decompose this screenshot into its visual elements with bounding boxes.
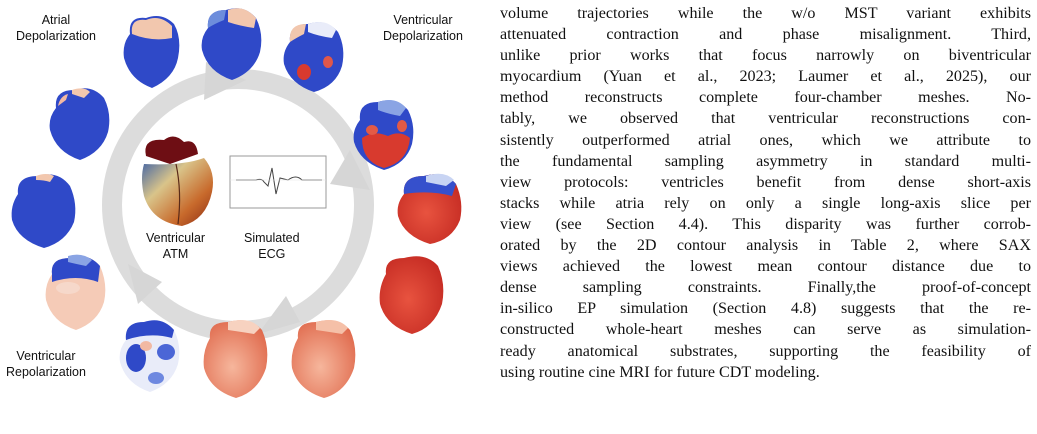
ventricular-depolarization-label: Ventricular Depolarization [383,12,463,44]
paragraph-line: tably, we observed that ventricular reco… [500,108,1031,129]
heart-top-left [124,16,180,88]
paragraph-line: orated by the 2D contour analysis in Tab… [500,235,1031,256]
heart-bottom-left [120,320,180,392]
paragraph-line: view protocols: ventricles benefit from … [500,172,1031,193]
ventricular-repolarization-label: Ventricular Repolarization [6,348,86,380]
paragraph-line: view (see Section 4.4). This disparity w… [500,214,1031,235]
paragraph-line: the fundamental sampling asymmetry in st… [500,151,1031,172]
heart-left-lower [46,255,106,330]
heart-bottom [204,320,268,398]
heart-bottom-right [292,320,356,398]
paragraph-line: attenuated contraction and phase misalig… [500,24,1031,45]
paragraph-line: sistently outperformed atrial ones, whic… [500,130,1031,151]
simulated-ecg-panel [230,156,326,208]
paragraph-line: stacks while atria rely on only a single… [500,193,1031,214]
heart-left [12,174,76,248]
heart-right [398,174,462,244]
paragraph-line: myocardium (Yuan et al., 2023; Laumer et… [500,66,1031,87]
paragraph-line: views achieved the lowest mean contour d… [500,256,1031,277]
paragraph-line: in-silico EP simulation (Section 4.8) su… [500,298,1031,319]
atrial-depolarization-label: Atrial Depolarization [16,12,96,44]
ventricular-atm-heart [142,136,213,226]
simulated-ecg-label: Simulated ECG [244,230,300,262]
ep-cycle-figure: Atrial Depolarization Ventricular Depola… [0,0,490,429]
heart-right-lower [380,256,444,334]
heart-left-upper [50,88,110,160]
paragraph-line: method reconstructs complete four-chambe… [500,87,1031,108]
body-paragraph: volume trajectories while the w/o MST va… [500,3,1031,383]
paragraph-line: ready anatomical substrates, supporting … [500,341,1031,362]
paragraph-line: dense sampling constraints. Finally,the … [500,277,1031,298]
paragraph-line: unlike prior works that focus narrowly o… [500,45,1031,66]
ventricular-atm-label: Ventricular ATM [146,230,205,262]
paragraph-line: constructed whole-heart meshes can serve… [500,319,1031,340]
paragraph-line: using routine cine MRI for future CDT mo… [500,362,1031,383]
paragraph-line: volume trajectories while the w/o MST va… [500,3,1031,24]
